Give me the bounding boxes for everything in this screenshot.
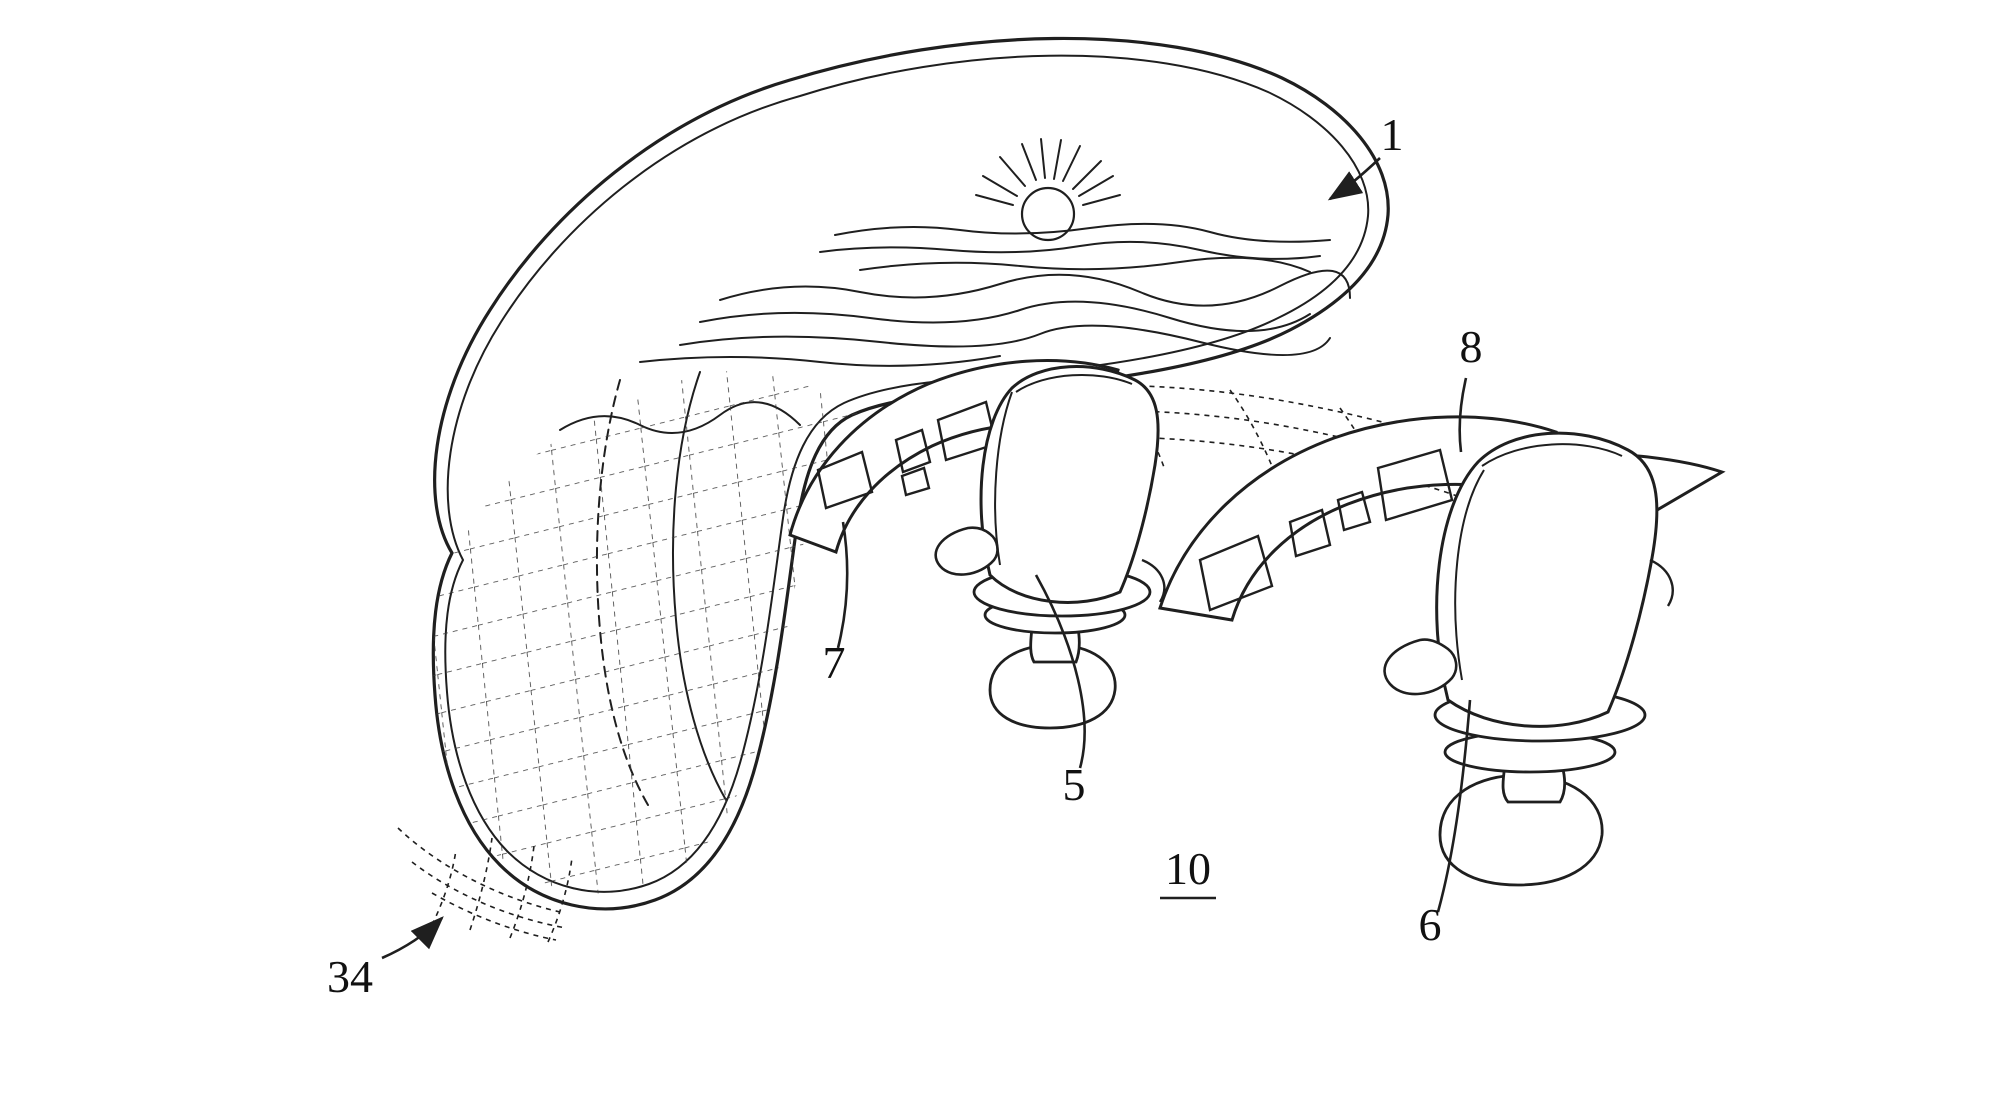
figure-number-label: 10 xyxy=(1165,843,1211,894)
net-line xyxy=(1339,407,1389,493)
reference-labels: 1 8 7 5 6 10 34 xyxy=(327,109,1483,1002)
leader-line-console-left xyxy=(836,521,849,649)
leader-line-display xyxy=(1327,157,1381,201)
chair-right-column xyxy=(1501,763,1567,804)
shoreline-line xyxy=(639,355,1001,367)
ref-label-chair-left: 5 xyxy=(1063,759,1086,810)
chair-left-armrest xyxy=(934,526,999,576)
sun-ray xyxy=(1053,139,1062,180)
chair-right-backrest-seam xyxy=(1454,469,1485,681)
chair-right-backrest-top-edge xyxy=(1481,443,1623,467)
ref-label-net: 34 xyxy=(327,951,373,1002)
mountain-line xyxy=(679,324,1331,357)
sun-icon xyxy=(1020,186,1076,242)
chair-right xyxy=(1383,431,1674,887)
ref-label-chair-right: 6 xyxy=(1419,899,1442,950)
chair-left xyxy=(934,365,1166,730)
leader-line-net xyxy=(381,916,444,960)
net-line xyxy=(397,827,561,913)
net-line xyxy=(411,861,567,929)
leader-line-chair-left xyxy=(1034,574,1086,769)
sun-ray xyxy=(1021,143,1037,181)
chair-left-armrest-right xyxy=(1141,558,1166,603)
sun-ray xyxy=(1078,175,1114,197)
mountain-lines xyxy=(639,269,1351,367)
net-line xyxy=(547,857,573,943)
cloud-line xyxy=(819,240,1321,260)
chair-right-backrest xyxy=(1435,431,1659,728)
chair-right-armrest-right xyxy=(1649,558,1674,607)
chair-left-backrest xyxy=(979,365,1160,604)
net-line xyxy=(431,892,557,941)
sun-ray xyxy=(999,156,1026,187)
ref-label-display: 1 xyxy=(1381,109,1404,160)
sun-ray xyxy=(975,194,1014,206)
chair-right-armrest xyxy=(1383,638,1458,696)
mountain-line xyxy=(699,300,1311,333)
leader-line-chair-right xyxy=(1436,699,1472,913)
console-panel xyxy=(894,428,932,474)
console-panel xyxy=(1288,508,1332,558)
cloud-line xyxy=(834,222,1331,243)
net-line xyxy=(1229,389,1277,477)
sun-ray xyxy=(1040,138,1046,179)
ref-label-console-right: 8 xyxy=(1460,321,1483,372)
console-panel xyxy=(1198,534,1274,612)
chair-left-column xyxy=(1029,626,1081,664)
console-panel xyxy=(1376,448,1454,522)
console-right-panels xyxy=(1198,448,1454,612)
chair-right-base xyxy=(1438,773,1604,887)
chair-left-backrest-top-edge xyxy=(1015,373,1133,393)
console-panel xyxy=(816,450,874,510)
sun-rays xyxy=(975,138,1121,206)
ref-label-console-left: 7 xyxy=(823,637,846,688)
cloud-line xyxy=(859,256,1311,273)
console-panel xyxy=(900,466,931,497)
console-panel xyxy=(1336,490,1372,532)
cloud-lines xyxy=(819,222,1331,273)
sun-ray xyxy=(982,175,1018,197)
mountain-line xyxy=(719,269,1351,307)
leader-line-console-right xyxy=(1458,377,1468,453)
mesh-overflow xyxy=(397,827,573,943)
sun-ray xyxy=(1082,194,1121,206)
sun-ray xyxy=(1072,160,1102,190)
net-line xyxy=(431,849,457,926)
sun-ray xyxy=(1062,145,1081,182)
